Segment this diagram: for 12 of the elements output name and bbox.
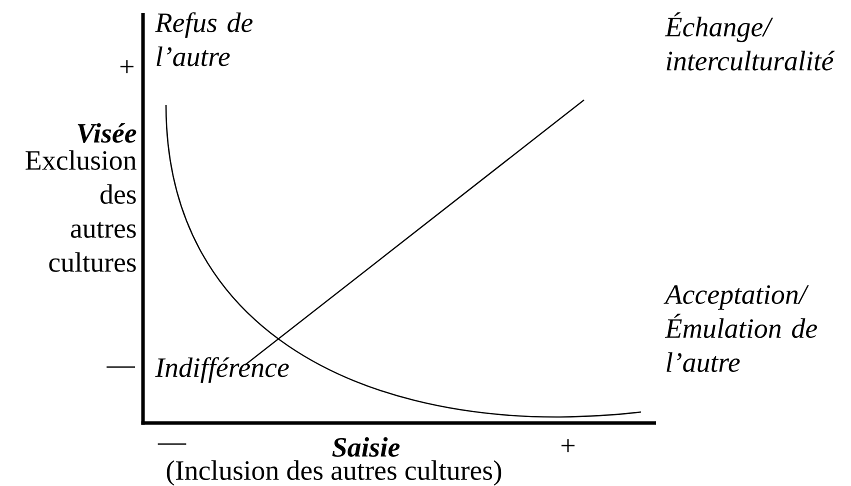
axis-tick-label: + bbox=[120, 60, 134, 74]
axis-tick-label: — bbox=[106, 366, 135, 368]
axis-tick-label: + bbox=[562, 439, 575, 452]
axis-label: (Inclusion des autres cultures) bbox=[166, 460, 502, 486]
quadrant-label: Refus de l’autre bbox=[155, 12, 253, 66]
quadrant-label: Indifférence bbox=[155, 357, 289, 383]
axis-title: Visée bbox=[78, 123, 136, 143]
axis-tick-label: — bbox=[158, 443, 186, 445]
axis-label: Exclusion des autres cultures bbox=[26, 150, 136, 272]
quadrant-label: Acceptation/ Émulation de l’autre bbox=[664, 285, 817, 372]
axis-title: Saisie bbox=[332, 437, 400, 457]
quadrant-label: Échange/ interculturalité bbox=[664, 12, 835, 71]
